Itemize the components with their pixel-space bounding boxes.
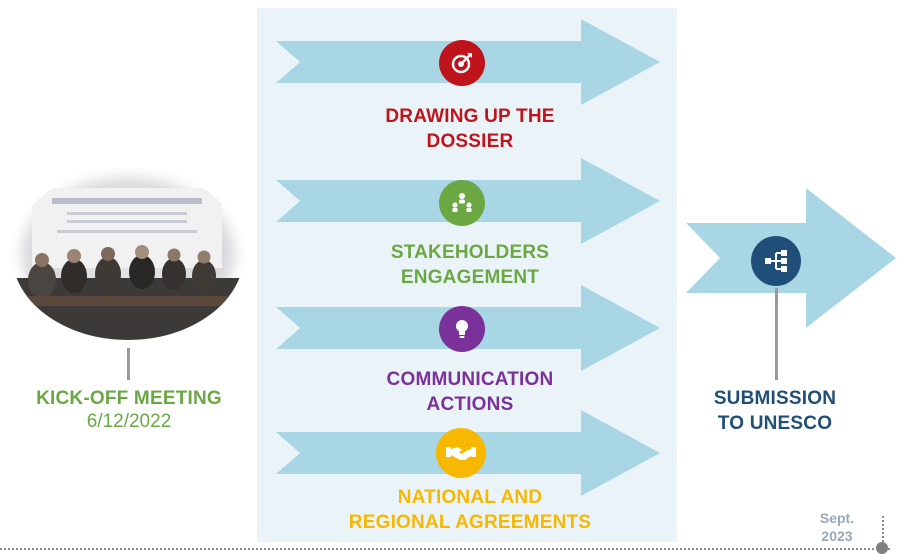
handshake-icon bbox=[436, 428, 486, 478]
kickoff-connector-line bbox=[127, 348, 130, 380]
step-4-label: NATIONAL AND REGIONAL AGREEMENTS bbox=[290, 485, 650, 535]
lightbulb-icon bbox=[439, 306, 485, 352]
step-1-line2: DOSSIER bbox=[426, 131, 514, 152]
step-4-line1: NATIONAL AND bbox=[397, 487, 543, 508]
step-2-line2: ENGAGEMENT bbox=[400, 267, 540, 288]
timeline-end-marker bbox=[876, 542, 888, 554]
kickoff-title: KICK-OFF MEETING bbox=[36, 388, 222, 409]
step-1-line1: DRAWING UP THE bbox=[385, 106, 555, 127]
kickoff-meeting-photo bbox=[12, 168, 244, 340]
step-3-line1: COMMUNICATION bbox=[386, 369, 554, 390]
network-icon bbox=[751, 236, 801, 286]
submission-connector-line bbox=[775, 288, 778, 380]
step-2-label: STAKEHOLDERS ENGAGEMENT bbox=[320, 240, 620, 290]
step-1-label: DRAWING UP THE DOSSIER bbox=[320, 104, 620, 154]
step-2-line1: STAKEHOLDERS bbox=[390, 242, 550, 263]
step-4-line2: REGIONAL AGREEMENTS bbox=[348, 512, 592, 533]
people-hierarchy-icon bbox=[439, 180, 485, 226]
kickoff-date: 6/12/2022 bbox=[86, 411, 172, 432]
step-3-label: COMMUNICATION ACTIONS bbox=[320, 367, 620, 417]
timeline-end-label: Sept. 2023 bbox=[806, 509, 868, 545]
timeline-end-tick bbox=[882, 516, 884, 546]
submission-label: SUBMISSION TO UNESCO bbox=[680, 386, 870, 436]
timeline-end-month: Sept. bbox=[819, 510, 855, 526]
timeline-end-year: 2023 bbox=[821, 528, 853, 544]
target-icon bbox=[439, 40, 485, 86]
step-3-line2: ACTIONS bbox=[426, 394, 514, 415]
submission-line1: SUBMISSION bbox=[713, 388, 837, 409]
timeline-axis bbox=[0, 548, 890, 550]
submission-line2: TO UNESCO bbox=[717, 413, 833, 434]
